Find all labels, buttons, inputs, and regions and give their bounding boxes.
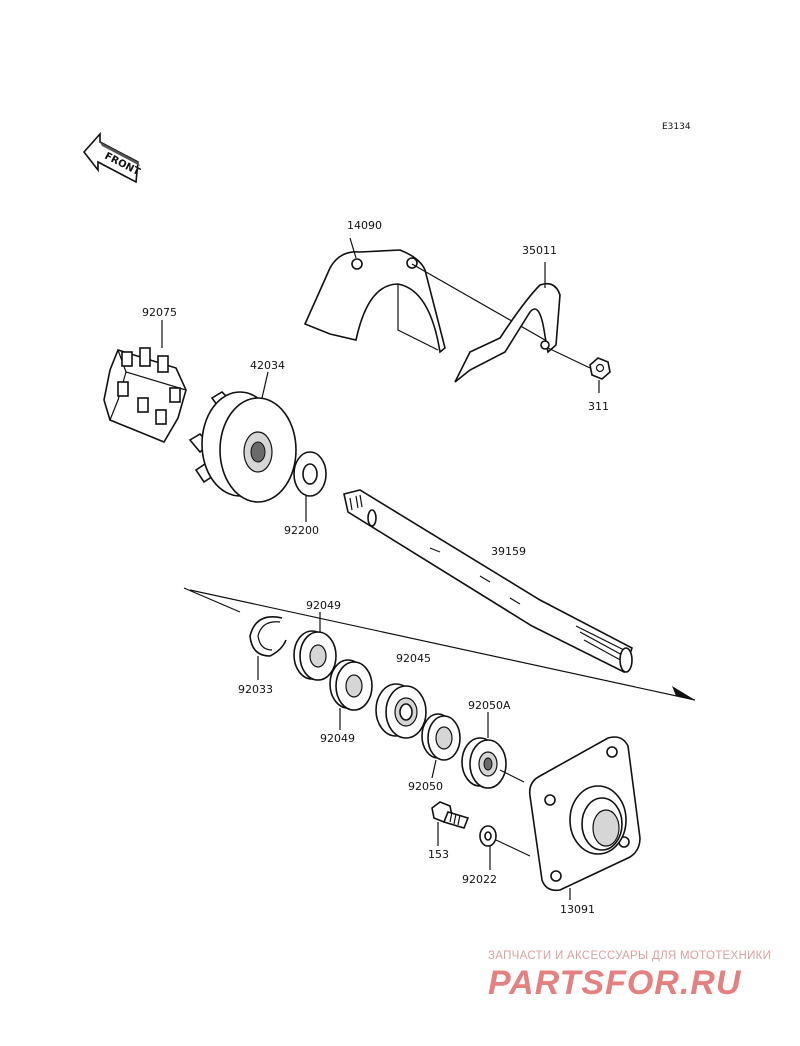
part-label-153: 153 bbox=[428, 848, 449, 861]
leader-92050 bbox=[431, 759, 437, 779]
leader-cover-bracket bbox=[411, 263, 546, 341]
part-label-92050: 92050 bbox=[408, 780, 443, 793]
leader-14090 bbox=[349, 237, 357, 259]
part-ring-92050 bbox=[421, 713, 461, 761]
part-label-92045: 92045 bbox=[396, 652, 431, 665]
part-label-92049-lower: 92049 bbox=[320, 732, 355, 745]
part-bearing-92045 bbox=[375, 683, 427, 739]
leader-311 bbox=[547, 347, 591, 369]
part-label-92200: 92200 bbox=[284, 524, 319, 537]
leader-bearing-housing bbox=[499, 769, 525, 783]
part-label-13091: 13091 bbox=[560, 903, 595, 916]
diagram-code: E3134 bbox=[662, 122, 691, 132]
leader-92022-housing bbox=[495, 839, 531, 857]
part-nut-311 bbox=[589, 357, 611, 380]
part-label-42034: 42034 bbox=[250, 359, 285, 372]
part-bracket-35011 bbox=[454, 282, 561, 383]
part-label-35011: 35011 bbox=[522, 244, 557, 257]
shaft-axis-arrow-icon bbox=[672, 686, 695, 700]
watermark-tagline: ЗАПЧАСТИ И АКСЕССУАРЫ ДЛЯ МОТОТЕХНИКИ bbox=[488, 950, 772, 962]
part-label-92049-upper: 92049 bbox=[306, 599, 341, 612]
watermark-logo: PARTSFOR.RU bbox=[488, 964, 742, 1002]
part-label-92050A: 92050A bbox=[468, 699, 511, 712]
front-arrow-icon: FRONT bbox=[82, 131, 142, 184]
part-circlip-92033 bbox=[249, 616, 287, 657]
part-seal-92049-upper bbox=[293, 630, 337, 681]
part-label-39159: 39159 bbox=[491, 545, 526, 558]
leader-42034 bbox=[261, 371, 269, 399]
part-coupling-42034 bbox=[188, 390, 297, 503]
part-label-311: 311 bbox=[588, 400, 609, 413]
part-housing-13091 bbox=[528, 736, 641, 892]
part-seal-92049-lower bbox=[329, 659, 373, 711]
part-label-92033: 92033 bbox=[238, 683, 273, 696]
part-bolt-153 bbox=[431, 801, 470, 829]
axis-line-left bbox=[183, 587, 241, 613]
part-label-92075: 92075 bbox=[142, 306, 177, 319]
part-shaft-39159 bbox=[189, 489, 696, 701]
part-label-92022: 92022 bbox=[462, 873, 497, 886]
part-label-14090: 14090 bbox=[347, 219, 382, 232]
part-bearing-92050A bbox=[461, 737, 507, 789]
part-cover-14090 bbox=[303, 249, 446, 354]
part-washer-92200 bbox=[293, 451, 327, 497]
part-damper-92075 bbox=[103, 347, 187, 444]
part-washer-92022 bbox=[479, 825, 497, 847]
